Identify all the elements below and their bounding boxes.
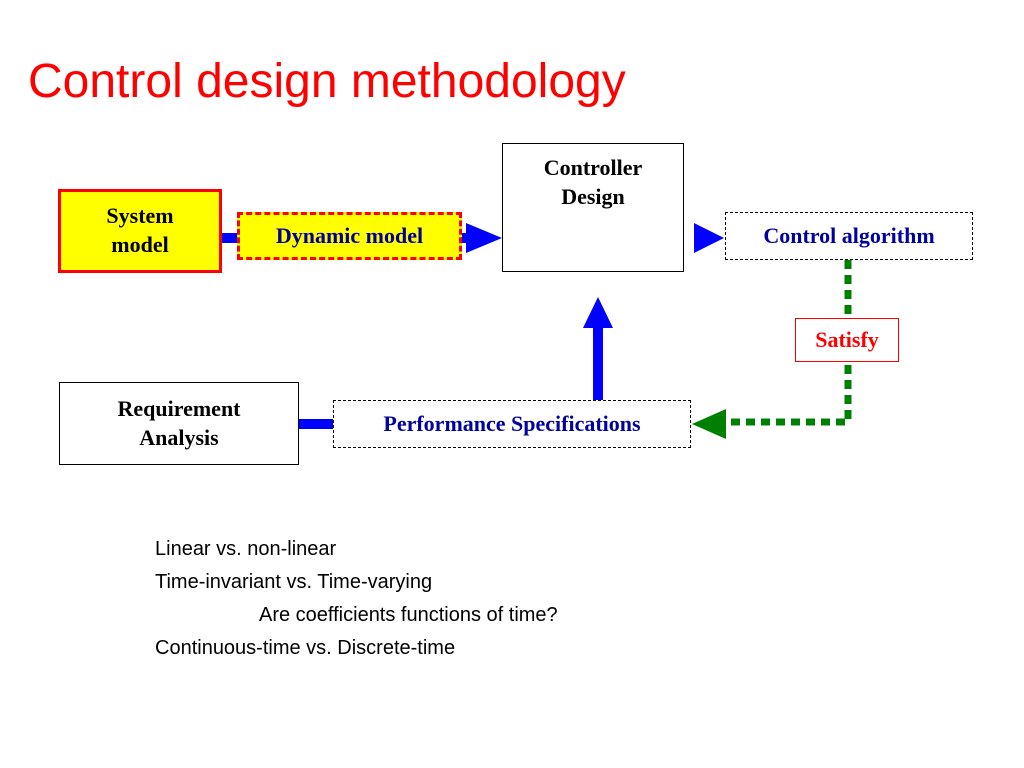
arrowhead-into-controller xyxy=(466,223,502,253)
system-model-box: System model xyxy=(58,189,222,273)
control-algorithm-box: Control algorithm xyxy=(725,212,973,260)
feedback-arrowhead xyxy=(692,409,726,439)
performance-specifications-box: Performance Specifications xyxy=(333,400,691,448)
note-item: Continuous-time vs. Discrete-time xyxy=(155,637,456,659)
requirement-analysis-box: Requirement Analysis xyxy=(59,382,299,465)
satisfy-box: Satisfy xyxy=(795,318,899,362)
dynamic-model-box: Dynamic model xyxy=(237,212,462,260)
arrowhead-into-control-algorithm xyxy=(694,223,724,253)
note-item: Linear vs. non-linear xyxy=(155,538,337,560)
notes-list: Linear vs. non-linear Time-invariant vs.… xyxy=(155,536,558,668)
note-item: Time-invariant vs. Time-varying xyxy=(155,571,433,593)
note-subitem: Are coefficients functions of time? xyxy=(259,604,558,626)
controller-design-box: Controller Design xyxy=(502,143,684,272)
arrowhead-up-into-controller xyxy=(583,297,613,328)
feedback-dotted-line xyxy=(724,260,852,426)
slide-title: Control design methodology xyxy=(28,55,626,108)
